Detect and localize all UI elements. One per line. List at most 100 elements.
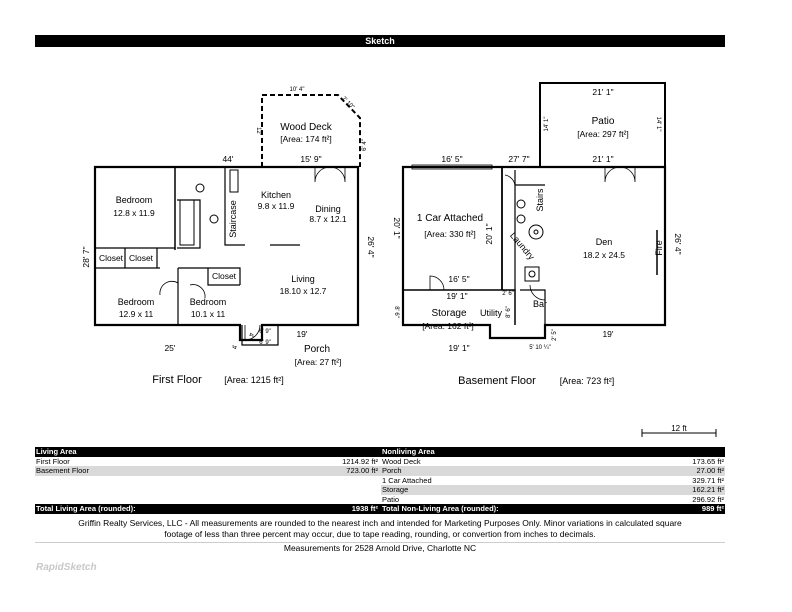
nonliving-area-header: Nonliving Area	[382, 447, 435, 456]
dim-storage-top: 19' 1"	[446, 291, 467, 301]
wood-deck-area: [Area: 174 ft²]	[280, 134, 332, 144]
dim-den-right: 26' 4"	[673, 233, 683, 254]
room-dining-name: Dining	[315, 204, 341, 214]
dim-deck-right: 6' 4"	[362, 139, 368, 151]
staircase-label: Staircase	[228, 200, 238, 238]
dim-first-left: 28' 7"	[81, 246, 91, 267]
table-row: Basement Floor 723.00 ft² Porch 27.00 ft…	[35, 466, 725, 476]
scale-bar: 12 ft	[641, 424, 717, 437]
table-row: Storage 162.21 ft²	[35, 485, 725, 495]
first-floor-name: First Floor	[152, 374, 202, 386]
footer-divider	[35, 542, 725, 543]
nonliving-row-value: 329.71 ft²	[692, 475, 724, 485]
disclaimer-line-2: footage of less than three percent may o…	[164, 529, 596, 539]
table-row: Patio 296.92 ft²	[35, 495, 725, 505]
dim-small-a: 2' 6"	[502, 291, 514, 297]
den-name: Den	[596, 237, 613, 247]
living-row-value: 723.00 ft²	[346, 466, 378, 475]
fire-label: Fire	[654, 240, 664, 256]
basement-plan	[401, 82, 667, 340]
dim-basement-top-mid: 27' 7"	[508, 154, 529, 164]
room-bedroom-1-dims: 12.8 x 11.9	[113, 208, 155, 218]
dim-den-top: 21' 1"	[592, 154, 613, 164]
dim-storage-left: 8' 6"	[393, 306, 399, 318]
table-header-row: Living Area Nonliving Area	[35, 447, 725, 457]
garage-area: [Area: 330 ft²]	[424, 229, 476, 239]
patio-name: Patio	[592, 116, 615, 127]
storage-name: Storage	[431, 308, 466, 319]
closet-label-2: Closet	[129, 253, 154, 263]
room-living-dims: 18.10 x 12.7	[280, 286, 327, 296]
room-bedroom-2-dims: 12.9 x 11	[119, 309, 154, 319]
basement-labels: 1 Car Attached [Area: 330 ft²] Stairs La…	[392, 87, 683, 387]
table-row: First Floor 1214.92 ft² Wood Deck 173.65…	[35, 457, 725, 467]
dim-porch-left: 4'	[233, 345, 239, 349]
dim-deck-top: 10' 4"	[290, 87, 305, 93]
garage-name: 1 Car Attached	[417, 213, 483, 224]
room-bedroom-2-name: Bedroom	[118, 297, 155, 307]
dim-first-top: 44'	[222, 154, 233, 164]
address-line: Measurements for 2528 Arnold Drive, Char…	[283, 543, 477, 553]
garage-door	[411, 164, 493, 170]
disclaimer-line-1: Griffin Realty Services, LLC - All measu…	[78, 518, 682, 528]
room-dining-dims: 8.7 x 12.1	[309, 214, 347, 224]
total-living-value: 1938 ft²	[351, 504, 378, 513]
dim-garage-left: 20' 1"	[392, 217, 402, 238]
first-floor-plan	[93, 94, 361, 346]
wood-deck-outline	[261, 94, 361, 167]
rapidsketch-logo: RapidSketch	[36, 562, 97, 573]
first-floor-outline	[93, 165, 360, 342]
floor-plan-drawing: Bedroom 12.8 x 11.9 Kitchen 9.8 x 11.9 D…	[81, 82, 717, 437]
nonliving-row-label: Patio	[382, 494, 400, 504]
total-nonliving-label: Total Non-Living Area (rounded):	[382, 504, 499, 513]
dim-patio-right: 14' 1"	[655, 117, 661, 132]
room-kitchen-name: Kitchen	[261, 190, 291, 200]
basement-outline	[401, 165, 667, 340]
porch-name: Porch	[304, 344, 330, 355]
room-kitchen-dims: 9.8 x 11.9	[258, 201, 295, 211]
dim-deck-diag: 7' 10"	[340, 96, 355, 111]
dim-small-b: 5' 10 ¼"	[529, 345, 551, 351]
living-row-label: Basement Floor	[36, 466, 89, 475]
storage-area: [Area: 162 ft²]	[422, 321, 474, 331]
dim-patio-left: 14' 1"	[544, 117, 550, 132]
first-floor-area: [Area: 1215 ft²]	[224, 375, 284, 385]
nonliving-row-value: 27.00 ft²	[696, 466, 724, 475]
porch-area: [Area: 27 ft²]	[295, 357, 342, 367]
room-bedroom-1-name: Bedroom	[116, 195, 153, 205]
dim-porch-bottom: 6' 9"	[259, 340, 271, 346]
dim-storage-bottom: 19' 1"	[448, 343, 469, 353]
dim-first-bottom-left: 25'	[164, 343, 175, 353]
dim-garage-right: 20' 1"	[484, 223, 494, 244]
nonliving-row-value: 173.65 ft²	[692, 456, 724, 466]
patio-outline	[539, 82, 666, 167]
dim-garage-top: 16' 5"	[441, 154, 462, 164]
living-area-header: Living Area	[36, 447, 77, 456]
room-bedroom-3-name: Bedroom	[190, 297, 227, 307]
wood-deck-name: Wood Deck	[280, 122, 333, 133]
dim-garage-bottom: 16' 5"	[448, 274, 469, 284]
den-dims: 18.2 x 24.5	[583, 250, 625, 260]
patio-area: [Area: 297 ft²]	[577, 129, 629, 139]
room-bedroom-3-dims: 10.1 x 11	[191, 309, 226, 319]
total-living-label: Total Living Area (rounded):	[36, 504, 136, 513]
closet-label-3: Closet	[212, 271, 237, 281]
room-living-name: Living	[291, 274, 315, 284]
nonliving-row-label: 1 Car Attached	[382, 475, 432, 485]
basement-area: [Area: 723 ft²]	[560, 376, 615, 386]
dim-den-bottom: 19'	[602, 329, 613, 339]
nonliving-row-label: Porch	[382, 466, 402, 475]
scale-label: 12 ft	[671, 424, 687, 433]
bar-label: Bar	[533, 299, 547, 309]
nonliving-row-label: Wood Deck	[382, 456, 421, 466]
laundry-label: Laundry	[508, 230, 537, 262]
nonliving-row-value: 296.92 ft²	[692, 494, 724, 504]
utility-label: Utility	[480, 308, 502, 318]
dim-deck-left: 12'	[255, 127, 261, 135]
area-summary-table: Living Area Nonliving Area First Floor 1…	[35, 447, 725, 514]
living-row-value: 1214.92 ft²	[342, 456, 378, 466]
nonliving-row-label: Storage	[382, 485, 409, 494]
dim-first-bottom-right: 19'	[296, 329, 307, 339]
sketch-title-bar: Sketch	[35, 35, 725, 47]
dim-storage-right: 8' 6"	[506, 306, 512, 318]
